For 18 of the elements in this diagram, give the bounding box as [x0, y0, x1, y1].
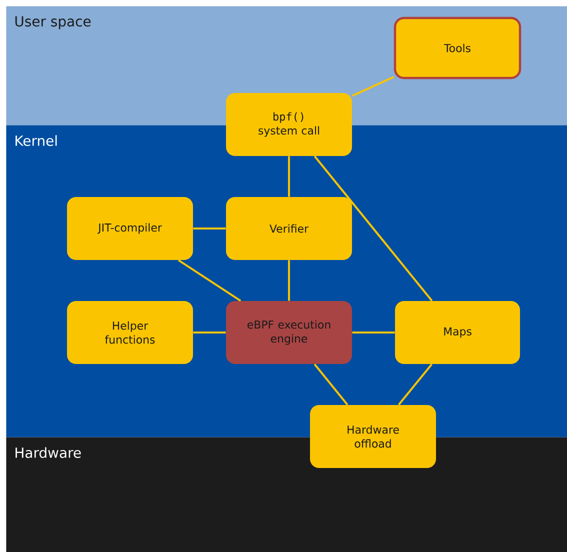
connector-line — [314, 156, 433, 302]
connector-line — [288, 156, 290, 197]
connector-line — [178, 259, 242, 302]
engine-box: eBPF execution engine — [226, 301, 352, 364]
connector-line — [288, 260, 290, 301]
component-box: Hardware offload — [310, 405, 436, 468]
connector-line — [398, 364, 433, 406]
connector-line — [193, 228, 226, 230]
component-box: JIT-compiler — [67, 197, 193, 260]
connector-line — [352, 76, 394, 97]
connector-line — [314, 364, 348, 406]
component-box: Verifier — [226, 197, 352, 260]
connector-line — [193, 332, 226, 334]
component-box: bpf() system call — [226, 93, 352, 156]
component-box: Helper functions — [67, 301, 193, 364]
connector-line — [352, 332, 395, 334]
component-box: Tools — [394, 16, 522, 80]
component-box: Maps — [395, 301, 520, 364]
